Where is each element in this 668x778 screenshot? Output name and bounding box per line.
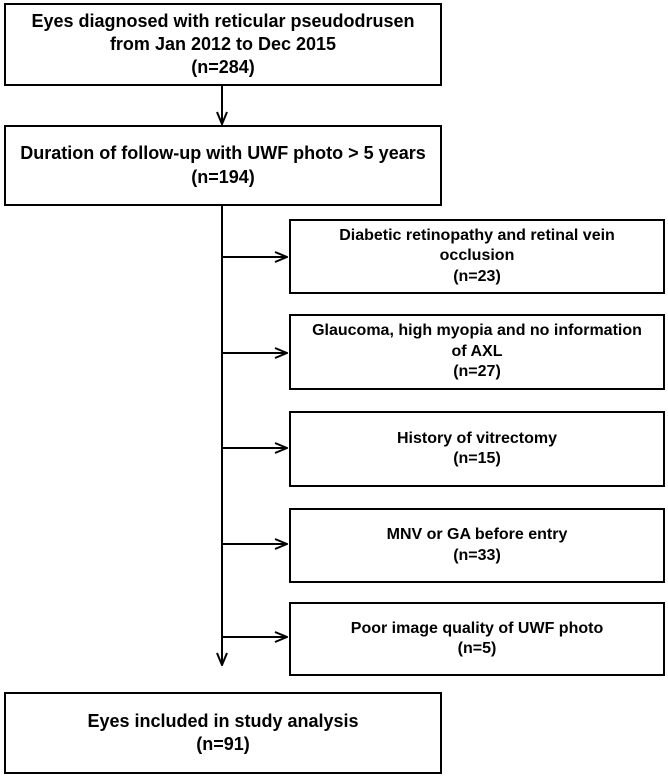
exclusion-box-glaucoma: Glaucoma, high myopia and no information…	[289, 314, 665, 390]
exclusion-dr-rvo-count: (n=23)	[453, 267, 501, 285]
exclusion-mnv-ga-line-1: MNV or GA before entry	[386, 526, 568, 544]
exclusion-box-vitrectomy: History of vitrectomy (n=15)	[289, 411, 665, 487]
exclusion-image-quality-line-1: Poor image quality of UWF photo	[350, 619, 604, 637]
step-followup-count: (n=194)	[191, 166, 255, 187]
exclusion-box-image-quality: Poor image quality of UWF photo (n=5)	[289, 602, 665, 676]
step-diagnosed-count: (n=284)	[191, 57, 255, 78]
exclusion-image-quality-count: (n=5)	[457, 640, 497, 657]
step-box-diagnosed: Eyes diagnosed with reticular pseudodrus…	[4, 3, 442, 86]
exclusion-dr-rvo-line-1: Diabetic retinopathy and retinal vein	[339, 226, 615, 244]
exclusion-glaucoma-count: (n=27)	[453, 363, 501, 381]
step-box-included: Eyes included in study analysis (n=91)	[4, 692, 442, 774]
step-followup-line-1: Duration of follow-up with UWF photo > 5…	[20, 143, 426, 164]
exclusion-box-dr-rvo: Diabetic retinopathy and retinal vein oc…	[289, 219, 665, 294]
step-included-count: (n=91)	[196, 734, 250, 754]
step-included-line-1: Eyes included in study analysis	[87, 710, 359, 731]
step-diagnosed-line-2: from Jan 2012 to Dec 2015	[109, 33, 337, 54]
exclusion-box-mnv-ga: MNV or GA before entry (n=33)	[289, 508, 665, 583]
step-box-followup: Duration of follow-up with UWF photo > 5…	[4, 125, 442, 206]
exclusion-glaucoma-line-2: of AXL	[451, 342, 503, 360]
exclusion-dr-rvo-line-2: occlusion	[439, 247, 515, 265]
exclusion-mnv-ga-count: (n=33)	[453, 546, 501, 564]
exclusion-vitrectomy-line-1: History of vitrectomy	[396, 429, 558, 447]
exclusion-glaucoma-line-1: Glaucoma, high myopia and no information	[312, 322, 642, 340]
step-diagnosed-line-1: Eyes diagnosed with reticular pseudodrus…	[31, 10, 415, 31]
exclusion-vitrectomy-count: (n=15)	[453, 450, 501, 467]
